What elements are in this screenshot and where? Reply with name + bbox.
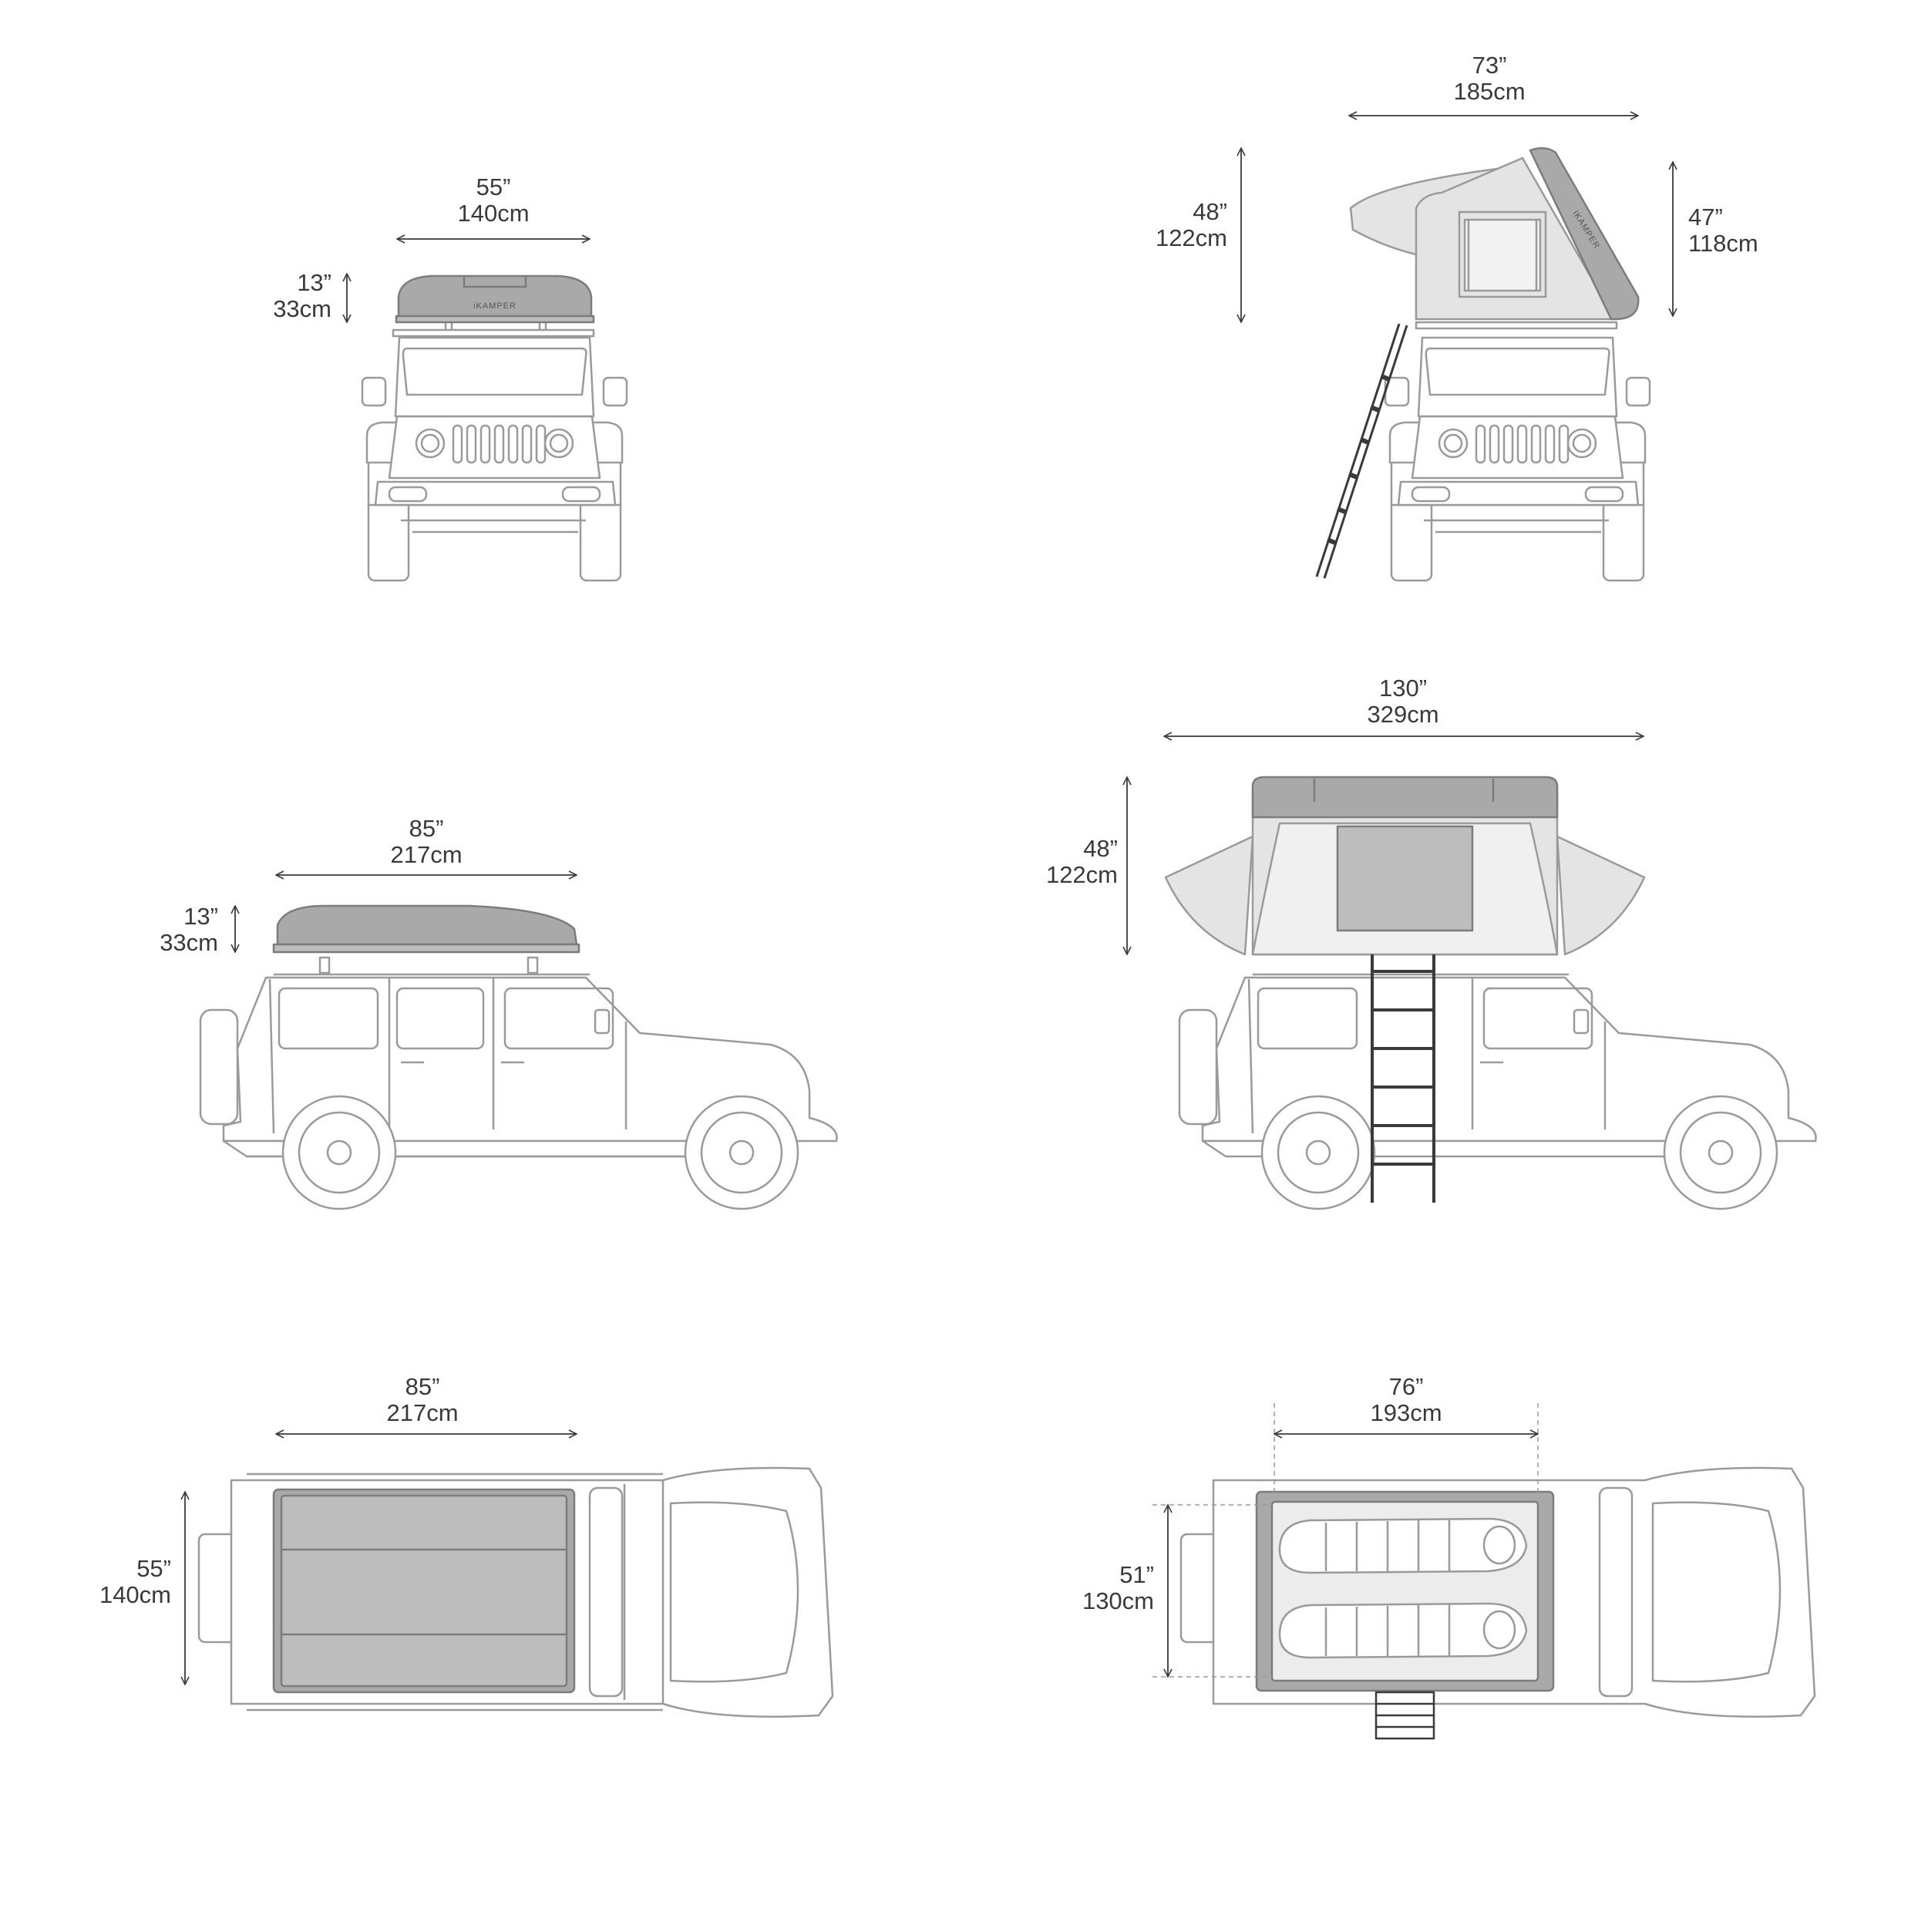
dim-value-inches: 13” (183, 903, 218, 930)
dim-value-inches: 85” (405, 1373, 440, 1400)
dim-label-top-closed-length: 85” 217cm (386, 1374, 458, 1426)
dim-value-cm: 130cm (1082, 1587, 1154, 1614)
dim-label-front-closed-width: 55” 140cm (457, 174, 529, 227)
dim-value-inches: 76” (1388, 1373, 1424, 1400)
dim-value-inches: 13” (297, 269, 331, 296)
dim-value-cm: 140cm (457, 200, 530, 227)
dim-value-inches: 55” (476, 173, 511, 200)
side-view-open (1164, 776, 1817, 1210)
dim-label-front-open-width: 73” 185cm (1453, 52, 1525, 105)
dim-value-cm: 185cm (1453, 78, 1526, 105)
dim-value-cm: 193cm (1370, 1399, 1442, 1426)
dim-value-cm: 33cm (273, 295, 331, 322)
dim-label-side-open-height: 48” 122cm (1046, 836, 1118, 888)
dim-value-cm: 329cm (1367, 701, 1439, 728)
dim-label-side-closed-height: 13” 33cm (160, 904, 218, 956)
side-view-closed (199, 904, 838, 1210)
dim-value-inches: 55” (136, 1555, 171, 1582)
dim-value-inches: 85” (409, 815, 444, 842)
dim-value-cm: 33cm (160, 929, 218, 956)
top-view-closed (197, 1466, 834, 1718)
dim-value-cm: 122cm (1155, 224, 1227, 251)
front-view-open: iKAMPER (1315, 146, 1651, 582)
dim-value-cm: 118cm (1688, 230, 1758, 257)
dim-value-cm: 217cm (386, 1399, 459, 1426)
dim-value-cm: 122cm (1045, 861, 1118, 888)
grille-slots-front-open (1475, 424, 1570, 464)
dim-value-cm: 217cm (390, 841, 463, 868)
dim-label-side-closed-length: 85” 217cm (390, 816, 462, 868)
dim-label-front-open-height-left: 48” 122cm (1156, 199, 1227, 251)
dim-label-top-closed-width: 55” 140cm (99, 1556, 171, 1608)
brand-logo-front-closed: iKAMPER (473, 301, 516, 311)
dim-label-top-open-length: 76” 193cm (1370, 1374, 1442, 1426)
dim-value-inches: 73” (1472, 52, 1507, 79)
dim-label-top-open-width: 51” 130cm (1082, 1562, 1154, 1614)
dim-value-inches: 130” (1378, 675, 1428, 702)
dim-label-front-closed-height: 13” 33cm (273, 270, 331, 322)
dim-value-inches: 48” (1193, 198, 1227, 225)
dim-value-inches: 47” (1688, 204, 1723, 231)
dim-value-inches: 51” (1119, 1561, 1154, 1588)
dim-value-inches: 48” (1083, 835, 1118, 862)
grille-slots-front-closed (452, 424, 547, 464)
dimension-lines (185, 116, 1673, 1685)
top-view-open (1152, 1403, 1816, 1740)
dim-value-cm: 140cm (99, 1581, 171, 1608)
front-view-closed: iKAMPER (361, 274, 628, 582)
dim-label-front-open-height-right: 47” 118cm (1688, 204, 1758, 257)
dim-label-side-open-length: 130” 329cm (1367, 675, 1438, 728)
